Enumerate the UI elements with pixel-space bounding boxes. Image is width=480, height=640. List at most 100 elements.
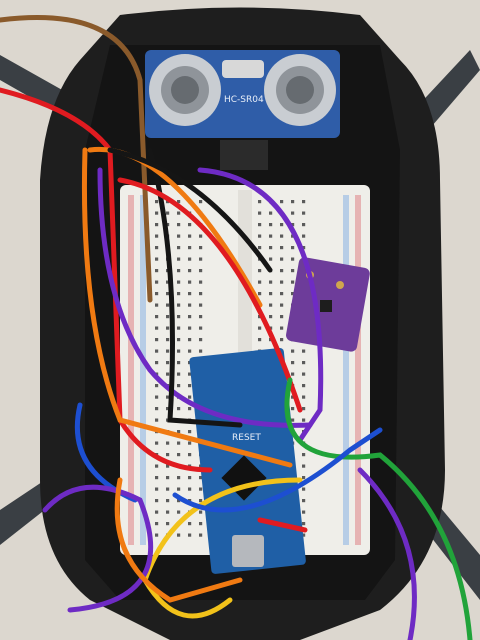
breadboard-hole xyxy=(177,246,181,250)
breadboard-hole xyxy=(199,499,203,503)
breadboard-hole xyxy=(166,361,170,365)
breadboard-hole xyxy=(177,303,181,307)
breadboard-hole xyxy=(155,361,159,365)
breadboard-hole xyxy=(199,326,203,330)
breadboard-hole xyxy=(302,453,306,457)
breadboard-hole xyxy=(291,246,295,250)
breadboard-hole xyxy=(155,464,159,468)
breadboard-hole xyxy=(269,257,273,261)
breadboard-hole xyxy=(269,211,273,215)
wire-purple-4 xyxy=(357,467,417,640)
breadboard-hole xyxy=(199,292,203,296)
breadboard-hole xyxy=(280,280,284,284)
breadboard-hole xyxy=(269,280,273,284)
breadboard-hole xyxy=(155,395,159,399)
breadboard-hole xyxy=(177,234,181,238)
breadboard-hole xyxy=(155,522,159,526)
breadboard-hole xyxy=(155,234,159,238)
breadboard-hole xyxy=(302,349,306,353)
breadboard-hole xyxy=(166,223,170,227)
breadboard-hole xyxy=(166,499,170,503)
breadboard-hole xyxy=(155,292,159,296)
breadboard-hole xyxy=(166,441,170,445)
breadboard-hole xyxy=(177,476,181,480)
breadboard-hole xyxy=(302,361,306,365)
breadboard-hole xyxy=(302,533,306,537)
breadboard-hole xyxy=(177,533,181,537)
breadboard-hole xyxy=(177,430,181,434)
breadboard-hole xyxy=(291,223,295,227)
breadboard-hole xyxy=(269,292,273,296)
breadboard-hole xyxy=(166,338,170,342)
breadboard-hole xyxy=(280,292,284,296)
breadboard-hole xyxy=(188,407,192,411)
breadboard-hole xyxy=(302,407,306,411)
breadboard-hole xyxy=(155,338,159,342)
breadboard-hole xyxy=(155,510,159,514)
breadboard-hole xyxy=(166,453,170,457)
breadboard-hole xyxy=(155,223,159,227)
breadboard-hole xyxy=(258,211,262,215)
breadboard-hole xyxy=(155,303,159,307)
breadboard-hole xyxy=(258,246,262,250)
breadboard-hole xyxy=(302,522,306,526)
breadboard-hole xyxy=(280,246,284,250)
breadboard-hole xyxy=(166,395,170,399)
breadboard-hole xyxy=(302,384,306,388)
breadboard-hole xyxy=(199,303,203,307)
breadboard-hole xyxy=(291,200,295,204)
breadboard-hole xyxy=(199,269,203,273)
breadboard-hole xyxy=(258,200,262,204)
breadboard-hole xyxy=(280,200,284,204)
breadboard-hole xyxy=(269,246,273,250)
breadboard-hole xyxy=(199,257,203,261)
breadboard-hole xyxy=(258,234,262,238)
breadboard-hole xyxy=(177,211,181,215)
pressure-sensor-board xyxy=(286,257,370,352)
breadboard-hole xyxy=(155,211,159,215)
breadboard-hole xyxy=(166,464,170,468)
breadboard-hole xyxy=(199,510,203,514)
breadboard-hole xyxy=(188,476,192,480)
breadboard-hole xyxy=(302,395,306,399)
wire-blue-2 xyxy=(172,427,383,513)
breadboard-hole xyxy=(155,407,159,411)
breadboard-hole xyxy=(280,269,284,273)
breadboard-hole xyxy=(302,476,306,480)
wire-black-1 xyxy=(147,147,243,428)
breadboard-hole xyxy=(302,487,306,491)
breadboard-hole xyxy=(166,476,170,480)
breadboard-hole xyxy=(188,453,192,457)
wire-black-2 xyxy=(107,147,273,273)
breadboard-hole xyxy=(155,315,159,319)
breadboard-hole xyxy=(302,200,306,204)
breadboard-hole xyxy=(280,234,284,238)
breadboard-hole xyxy=(188,315,192,319)
breadboard-hole xyxy=(199,200,203,204)
breadboard-hole xyxy=(188,326,192,330)
breadboard-hole xyxy=(199,234,203,238)
breadboard-hole xyxy=(258,292,262,296)
breadboard-hole xyxy=(280,223,284,227)
wire-red-3 xyxy=(257,517,308,533)
breadboard-hole xyxy=(258,326,262,330)
ultrasonic-sensor: HC-SR04 xyxy=(145,50,340,170)
jumper-wires xyxy=(0,15,473,640)
wire-orange-3 xyxy=(114,477,243,603)
breadboard-hole xyxy=(188,487,192,491)
breadboard-hole xyxy=(177,315,181,319)
breadboard-hole xyxy=(291,407,295,411)
breadboard-hole xyxy=(291,395,295,399)
breadboard-hole xyxy=(188,441,192,445)
breadboard-hole xyxy=(155,533,159,537)
breadboard-hole xyxy=(199,476,203,480)
breadboard-hole xyxy=(177,372,181,376)
breadboard-hole xyxy=(177,269,181,273)
breadboard-hole xyxy=(199,533,203,537)
breadboard-hole xyxy=(188,234,192,238)
breadboard-hole xyxy=(291,211,295,215)
breadboard-hole xyxy=(177,292,181,296)
breadboard-hole xyxy=(302,246,306,250)
breadboard-hole xyxy=(199,522,203,526)
breadboard-hole xyxy=(166,487,170,491)
